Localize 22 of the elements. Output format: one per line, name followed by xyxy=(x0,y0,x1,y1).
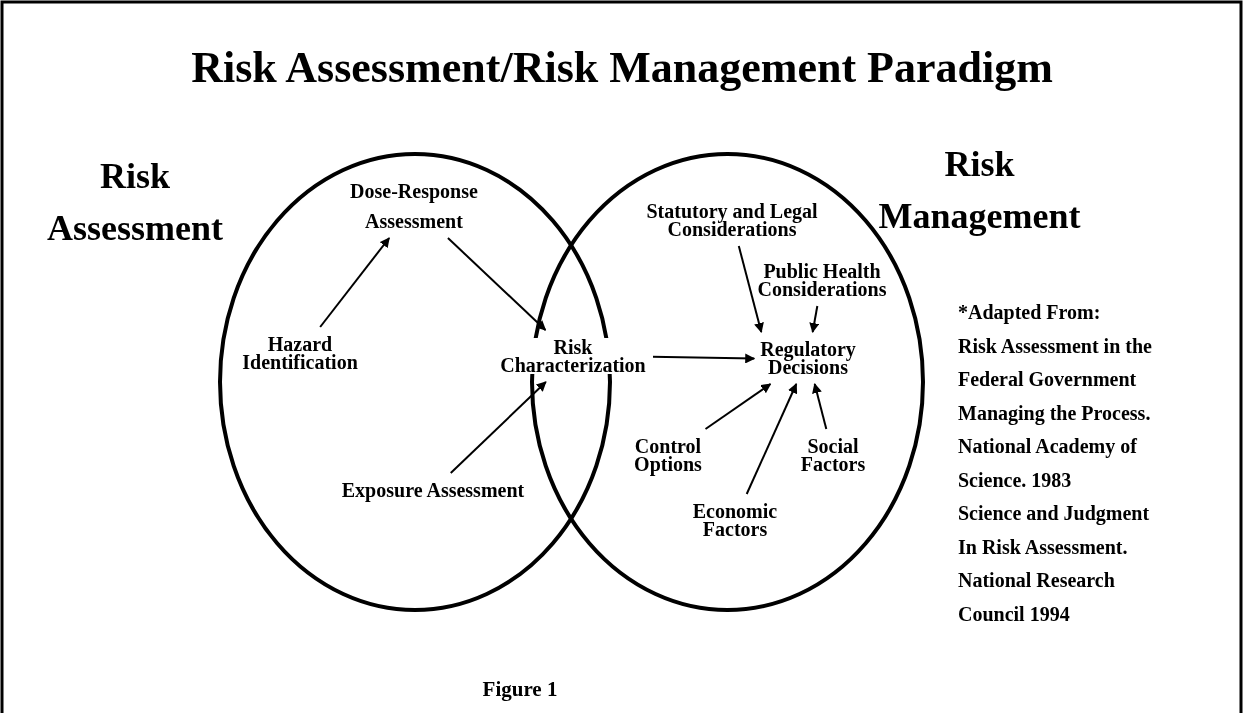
section-heading: Risk Assessment xyxy=(46,155,224,251)
node-label: Social Factors xyxy=(799,437,867,473)
node-label: Hazard Identification xyxy=(241,335,359,371)
section-heading: Risk Management xyxy=(877,143,1082,239)
arrow xyxy=(446,237,547,331)
arrow xyxy=(319,237,391,328)
arrow xyxy=(704,383,772,430)
arrow xyxy=(737,245,764,333)
diagram-title: Risk Assessment/Risk Management Paradigm xyxy=(190,44,1054,93)
node-label: Statutory and Legal Considerations xyxy=(645,202,819,238)
arrow xyxy=(449,381,547,474)
arrow xyxy=(812,383,828,430)
node-label: Economic Factors xyxy=(691,502,779,538)
arrow xyxy=(745,383,798,495)
figure-caption: Figure 1 xyxy=(481,677,559,702)
arrow xyxy=(809,305,820,333)
reference-note: *Adapted From: xyxy=(958,300,1102,326)
node-label: Regulatory Decisions xyxy=(759,340,857,376)
reference-note: Science and Judgment In Risk Assessment. National Research Council 1994 xyxy=(958,501,1151,627)
reference-note: Risk Assessment in the Federal Government Managing the Process. National Academy of Science. 1983 xyxy=(958,333,1153,493)
node-label: Public Health Considerations xyxy=(756,262,888,298)
node-label: Dose-Response Assessment xyxy=(349,179,479,234)
